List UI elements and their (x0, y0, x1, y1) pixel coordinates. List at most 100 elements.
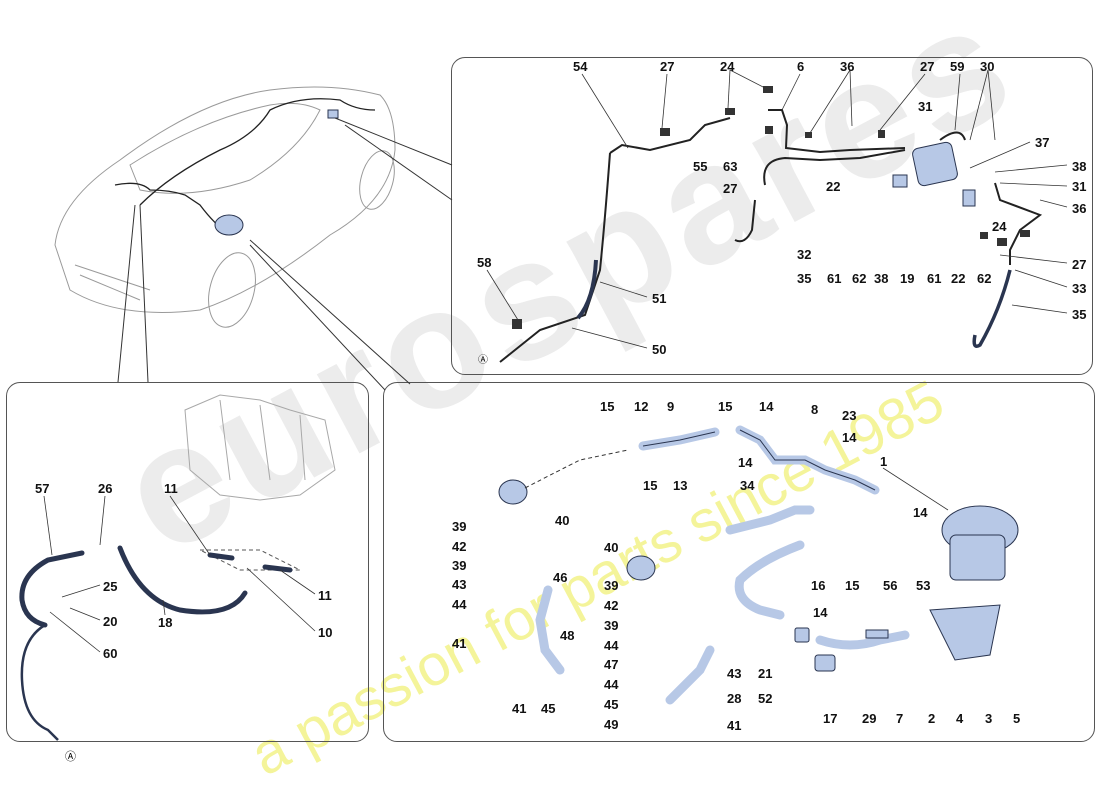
part-label[interactable]: 22 (826, 179, 841, 194)
part-label[interactable]: 33 (1072, 281, 1087, 296)
part-label[interactable]: 15 (600, 399, 615, 414)
part-label[interactable]: 8 (811, 402, 819, 417)
part-label[interactable]: 15 (718, 399, 733, 414)
part-label[interactable]: 11 (318, 588, 332, 603)
part-label[interactable]: 14 (913, 505, 928, 520)
part-label[interactable]: 1 (880, 454, 888, 469)
part-label[interactable]: 41 (727, 718, 742, 733)
part-label[interactable]: 25 (103, 579, 118, 594)
part-label[interactable]: 15 (845, 578, 860, 593)
part-label[interactable]: 42 (452, 539, 467, 554)
part-label[interactable]: 4 (956, 711, 964, 726)
part-label[interactable]: 35 (797, 271, 812, 286)
part-label[interactable]: 36 (1072, 201, 1087, 216)
part-label[interactable]: 5 (1013, 711, 1021, 726)
panel-bottom-right (383, 382, 1095, 742)
part-label[interactable]: 39 (452, 519, 467, 534)
part-label[interactable]: 44 (452, 597, 467, 612)
part-label[interactable]: 50 (652, 342, 667, 357)
part-label[interactable]: 18 (158, 615, 173, 630)
part-label[interactable]: 2 (928, 711, 936, 726)
part-label[interactable]: 14 (738, 455, 753, 470)
part-label[interactable]: 41 (512, 701, 527, 716)
part-label[interactable]: 62 (977, 271, 992, 286)
part-label[interactable]: 15 (643, 478, 658, 493)
part-label[interactable]: 39 (604, 618, 619, 633)
part-label[interactable]: 28 (727, 691, 742, 706)
part-label[interactable]: 59 (950, 59, 965, 74)
intake-manifold (184, 394, 336, 501)
part-label[interactable]: 52 (758, 691, 773, 706)
part-label[interactable]: 60 (103, 646, 118, 661)
part-label[interactable]: 11 (164, 481, 178, 496)
part-label[interactable]: 53 (916, 578, 931, 593)
part-label[interactable]: 38 (874, 271, 889, 286)
part-label[interactable]: 22 (951, 271, 966, 286)
callout-leaders (117, 117, 453, 391)
part-label[interactable]: 9 (667, 399, 675, 414)
part-label[interactable]: 43 (452, 577, 467, 592)
part-label[interactable]: 27 (1072, 257, 1087, 272)
part-label[interactable]: 42 (604, 598, 619, 613)
part-label[interactable]: 32 (797, 247, 812, 262)
part-label[interactable]: 7 (896, 711, 904, 726)
part-label[interactable]: 10 (318, 625, 333, 640)
part-label[interactable]: 44 (604, 677, 619, 692)
panel-bottom-left (6, 382, 369, 742)
part-label[interactable]: 30 (980, 59, 995, 74)
part-label[interactable]: 16 (811, 578, 826, 593)
part-label[interactable]: 31 (1072, 179, 1087, 194)
part-label[interactable]: 49 (604, 717, 619, 732)
part-label[interactable]: 39 (452, 558, 467, 573)
part-label[interactable]: 3 (985, 711, 993, 726)
part-label[interactable]: 31 (918, 99, 933, 114)
part-label[interactable]: 39 (604, 578, 619, 593)
part-label[interactable]: 56 (883, 578, 898, 593)
part-label[interactable]: 61 (927, 271, 942, 286)
part-label[interactable]: 57 (35, 481, 50, 496)
ref-marker-top: Ⓐ (478, 354, 488, 366)
part-label[interactable]: 37 (1035, 135, 1050, 150)
part-label[interactable]: 6 (797, 59, 805, 74)
part-label[interactable]: 43 (727, 666, 742, 681)
part-label[interactable]: 36 (840, 59, 855, 74)
part-label[interactable]: 29 (862, 711, 877, 726)
part-label[interactable]: 48 (560, 628, 575, 643)
part-label[interactable]: 27 (723, 181, 738, 196)
part-label[interactable]: 41 (452, 636, 467, 651)
part-label[interactable]: 23 (842, 408, 857, 423)
part-label[interactable]: 27 (920, 59, 935, 74)
part-label[interactable]: 63 (723, 159, 738, 174)
part-label[interactable]: 21 (758, 666, 773, 681)
part-label[interactable]: 51 (652, 291, 667, 306)
part-label[interactable]: 19 (900, 271, 915, 286)
part-label[interactable]: 14 (813, 605, 828, 620)
part-label[interactable]: 45 (541, 701, 556, 716)
part-label[interactable]: 14 (759, 399, 774, 414)
part-label[interactable]: 55 (693, 159, 708, 174)
part-label[interactable]: 54 (573, 59, 588, 74)
part-label[interactable]: 58 (477, 255, 492, 270)
part-label[interactable]: 12 (634, 399, 649, 414)
part-label[interactable]: 26 (98, 481, 113, 496)
part-label[interactable]: 46 (553, 570, 568, 585)
part-label[interactable]: 17 (823, 711, 838, 726)
top-hoses (499, 109, 1043, 363)
part-label[interactable]: 38 (1072, 159, 1087, 174)
part-label[interactable]: 40 (555, 513, 570, 528)
part-label[interactable]: 13 (673, 478, 688, 493)
part-label[interactable]: 35 (1072, 307, 1087, 322)
part-label[interactable]: 47 (604, 657, 619, 672)
part-label[interactable]: 24 (992, 219, 1007, 234)
part-label[interactable]: 20 (103, 614, 118, 629)
part-label[interactable]: 34 (740, 478, 755, 493)
part-label[interactable]: 24 (720, 59, 735, 74)
part-label[interactable]: 27 (660, 59, 675, 74)
part-label[interactable]: 40 (604, 540, 619, 555)
part-label[interactable]: 44 (604, 638, 619, 653)
part-label[interactable]: 14 (842, 430, 857, 445)
part-label[interactable]: 61 (827, 271, 842, 286)
part-label[interactable]: 45 (604, 697, 619, 712)
panel-top-right (451, 57, 1093, 375)
part-label[interactable]: 62 (852, 271, 867, 286)
